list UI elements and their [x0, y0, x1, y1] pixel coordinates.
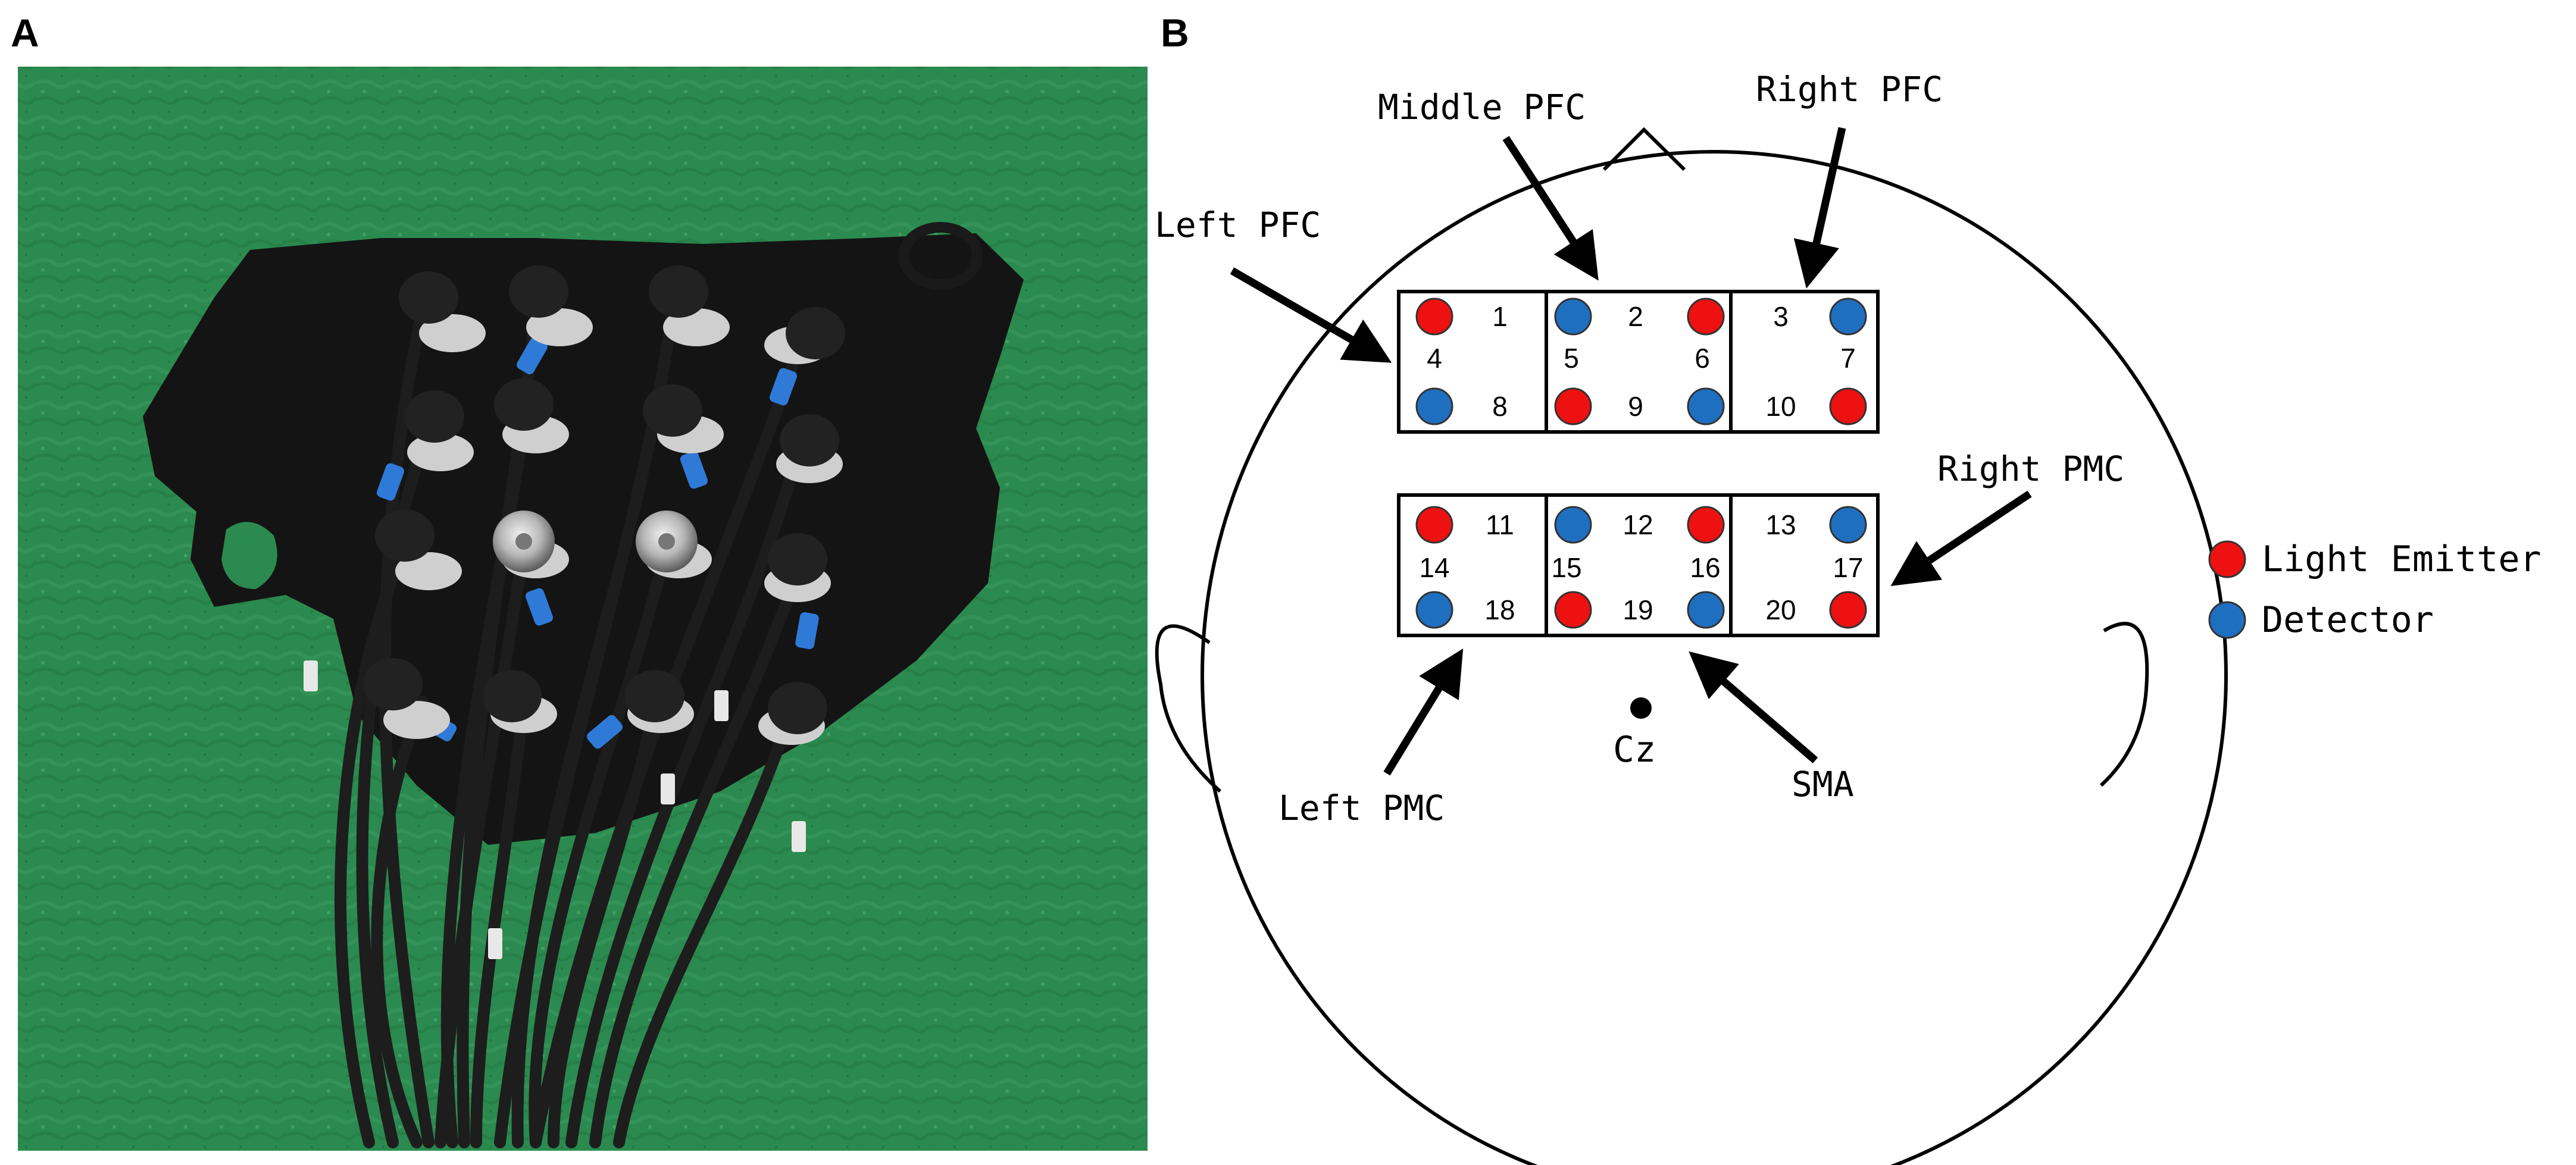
- left-ear: [1155, 624, 1221, 793]
- back-top-optode-1: [1415, 506, 1453, 544]
- channel-11: 11: [1486, 509, 1514, 540]
- optode-9: [375, 509, 462, 590]
- channel-16: 16: [1690, 552, 1720, 583]
- panel-b-label: B: [1161, 11, 1189, 55]
- channel-8: 8: [1492, 391, 1508, 422]
- region-arrows: [1230, 127, 2032, 776]
- front-bottom-optode-2: [1554, 387, 1592, 425]
- left-pfc-arrow: [1230, 267, 1392, 363]
- optode-11: [636, 511, 712, 578]
- channel-5: 5: [1564, 343, 1579, 374]
- front-bottom-optode-1: [1415, 387, 1453, 425]
- optode-15: [625, 670, 694, 733]
- cz-label: Cz: [1613, 729, 1656, 771]
- optode-13: [363, 658, 450, 739]
- channel-17: 17: [1833, 552, 1863, 583]
- optode-7: [643, 384, 724, 453]
- middle-pfc-label: Middle PFC: [1378, 87, 1586, 127]
- optode-6: [494, 378, 569, 453]
- cz-dot-icon: [1630, 697, 1652, 719]
- optode-2: [509, 265, 593, 346]
- cap-ear-hole: [221, 522, 277, 589]
- right-pmc-label: Right PMC: [1937, 449, 2124, 489]
- right-pmc-arrow: [1890, 490, 2032, 586]
- channel-10: 10: [1765, 391, 1796, 422]
- cable-tags: [304, 660, 806, 959]
- optode-holders: [363, 265, 845, 745]
- back-probe-box: [1397, 493, 1880, 637]
- fnirs-cap-photo: [18, 67, 1148, 1151]
- back-top-optode-2: [1554, 506, 1592, 544]
- sma-arrow: [1689, 651, 1818, 763]
- channel-1: 1: [1492, 301, 1508, 332]
- channel-20: 20: [1765, 594, 1796, 625]
- back-bottom-optode-1: [1415, 591, 1453, 629]
- middle-pfc-arrow: [1502, 136, 1599, 281]
- back-bottom-optode-4: [1829, 591, 1867, 629]
- back-bottom-optode-3: [1687, 591, 1725, 629]
- legend-emitter-icon: [2208, 540, 2246, 578]
- right-pfc-arrow: [1793, 127, 1846, 289]
- channel-7: 7: [1840, 343, 1856, 374]
- front-probe-box: [1397, 290, 1880, 434]
- front-top-optode-1: [1415, 297, 1453, 336]
- front-top-optode-3: [1687, 297, 1725, 336]
- front-bottom-optode-3: [1687, 387, 1725, 425]
- optode-12: [764, 533, 831, 602]
- probe-boxes: [1397, 290, 1880, 637]
- legend-detector-icon: [2208, 601, 2246, 639]
- channel-19: 19: [1622, 594, 1653, 625]
- channel-9: 9: [1628, 391, 1643, 422]
- front-top-optode-2: [1554, 297, 1592, 336]
- channel-14: 14: [1419, 552, 1449, 583]
- right-ear: [2099, 622, 2149, 787]
- optode-10: [493, 511, 569, 578]
- nose: [1602, 127, 1686, 171]
- channel-2: 2: [1628, 301, 1643, 332]
- sma-label: SMA: [1792, 764, 1854, 804]
- channel-12: 12: [1622, 509, 1653, 540]
- back-bottom-optode-2: [1554, 591, 1592, 629]
- channel-numbers: 1 2 3 4 5 6 7 8 9 10 11 12 13 14 15 16 1…: [1419, 301, 1863, 625]
- legend-detector-label: Detector: [2262, 599, 2434, 641]
- right-pfc-label: Right PFC: [1756, 69, 1943, 109]
- channel-18: 18: [1484, 594, 1515, 625]
- optode-1: [399, 271, 486, 352]
- optode-5: [405, 390, 474, 471]
- front-bottom-optode-4: [1829, 387, 1867, 425]
- left-pmc-label: Left PMC: [1278, 788, 1445, 828]
- left-pfc-label: Left PFC: [1155, 205, 1321, 245]
- optode-3: [649, 265, 730, 346]
- channel-6: 6: [1695, 343, 1710, 374]
- front-top-optode-4: [1829, 297, 1867, 336]
- channel-15: 15: [1551, 552, 1581, 583]
- region-labels: Left PFC Middle PFC Right PFC Right PMC …: [1155, 69, 2124, 828]
- panel-a-label: A: [11, 11, 39, 55]
- cap-ring-loop: [898, 222, 983, 290]
- left-pmc-arrow: [1383, 649, 1464, 776]
- legend-emitter-label: Light Emitter: [2262, 538, 2541, 580]
- channel-13: 13: [1765, 509, 1796, 540]
- head-outline: [1155, 127, 2228, 1165]
- back-top-optode-4: [1829, 506, 1867, 544]
- head-ellipse: [1201, 150, 2228, 1165]
- optode-16: [758, 682, 827, 745]
- optode-14: [482, 670, 557, 733]
- optode-circles: [1415, 297, 1867, 629]
- channel-3: 3: [1773, 301, 1789, 332]
- channel-4: 4: [1427, 343, 1442, 374]
- back-top-optode-3: [1687, 506, 1725, 544]
- optode-8: [776, 414, 843, 483]
- legend: Light Emitter Detector: [2208, 538, 2541, 641]
- optode-4: [764, 307, 845, 364]
